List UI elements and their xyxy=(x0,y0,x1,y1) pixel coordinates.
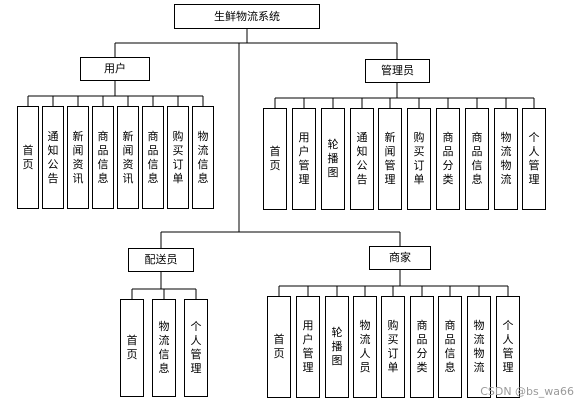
leaf-merchant-0: 首 页 xyxy=(267,296,291,398)
leaf-merchant-1: 用 户 管 理 xyxy=(296,296,320,398)
watermark: CSDN @bs_wa66 xyxy=(480,385,574,398)
leaf-admin-4: 新 闻 管 理 xyxy=(378,108,402,210)
leaf-user-7: 物 流 信 息 xyxy=(192,106,214,209)
leaf-label: 商 品 分 类 xyxy=(442,131,454,186)
leaf-label: 物 流 物 流 xyxy=(500,131,512,186)
leaf-user-3: 商 品 信 息 xyxy=(92,106,114,209)
leaf-courier-2: 个 人 管 理 xyxy=(184,299,208,397)
leaf-label: 商 品 分 类 xyxy=(416,319,428,374)
role-courier-label: 配送员 xyxy=(144,253,178,266)
leaf-admin-3: 通 知 公 告 xyxy=(350,108,374,210)
leaf-label: 物 流 信 息 xyxy=(197,129,209,185)
role-user: 用户 xyxy=(80,57,150,81)
leaf-user-5: 商 品 信 息 xyxy=(142,106,164,209)
leaf-label: 轮 播 图 xyxy=(327,138,339,179)
leaf-user-2: 新 闻 资 讯 xyxy=(67,106,89,209)
role-admin-label: 管理员 xyxy=(381,64,414,77)
leaf-label: 个 人 管 理 xyxy=(502,319,514,374)
leaf-admin-2: 轮 播 图 xyxy=(321,108,345,210)
leaf-merchant-6: 商 品 信 息 xyxy=(438,296,462,398)
leaf-admin-5: 购 买 订 单 xyxy=(407,108,431,210)
root-node: 生鲜物流系统 xyxy=(174,4,320,29)
role-merchant-label: 商家 xyxy=(389,251,411,264)
leaf-user-6: 购 买 订 单 xyxy=(167,106,189,209)
leaf-courier-0: 首 页 xyxy=(120,299,144,397)
leaf-admin-0: 首 页 xyxy=(263,108,287,210)
leaf-label: 商 品 信 息 xyxy=(97,129,109,185)
leaf-courier-1: 物 流 信 息 xyxy=(152,299,176,397)
leaf-merchant-7: 物 流 物 流 xyxy=(467,296,491,398)
leaf-label: 物 流 信 息 xyxy=(158,320,170,375)
leaf-label: 商 品 信 息 xyxy=(444,319,456,374)
leaf-label: 新 闻 管 理 xyxy=(384,131,396,186)
leaf-merchant-3: 物 流 人 员 xyxy=(353,296,377,398)
leaf-label: 个 人 管 理 xyxy=(190,320,202,375)
leaf-label: 个 人 管 理 xyxy=(528,131,540,186)
leaf-label: 通 知 公 告 xyxy=(356,131,368,186)
role-merchant: 商家 xyxy=(369,246,431,270)
leaf-admin-1: 用 户 管 理 xyxy=(292,108,316,210)
leaf-label: 购 买 订 单 xyxy=(413,131,425,186)
leaf-merchant-4: 购 买 订 单 xyxy=(381,296,405,398)
leaf-admin-7: 商 品 信 息 xyxy=(465,108,489,210)
role-courier: 配送员 xyxy=(128,248,194,272)
leaf-label: 通 知 公 告 xyxy=(47,129,59,185)
leaf-user-1: 通 知 公 告 xyxy=(42,106,64,209)
leaf-label: 首 页 xyxy=(22,143,34,171)
leaf-label: 物 流 人 员 xyxy=(359,319,371,374)
leaf-merchant-2: 轮 播 图 xyxy=(325,296,349,398)
leaf-label: 商 品 信 息 xyxy=(471,131,483,186)
leaf-merchant-5: 商 品 分 类 xyxy=(410,296,434,398)
leaf-admin-8: 物 流 物 流 xyxy=(494,108,518,210)
leaf-user-4: 新 闻 资 讯 xyxy=(117,106,139,209)
leaf-label: 商 品 信 息 xyxy=(147,129,159,185)
leaf-label: 购 买 订 单 xyxy=(387,319,399,374)
role-user-label: 用户 xyxy=(104,62,126,75)
leaf-merchant-8: 个 人 管 理 xyxy=(496,296,520,398)
leaf-label: 用 户 管 理 xyxy=(298,131,310,186)
root-label: 生鲜物流系统 xyxy=(214,9,280,23)
leaf-label: 首 页 xyxy=(269,145,281,172)
leaf-label: 新 闻 资 讯 xyxy=(72,129,84,185)
leaf-admin-9: 个 人 管 理 xyxy=(522,108,546,210)
leaf-label: 物 流 物 流 xyxy=(473,319,485,374)
role-admin: 管理员 xyxy=(365,59,430,83)
leaf-label: 轮 播 图 xyxy=(331,326,343,367)
leaf-label: 首 页 xyxy=(273,333,285,360)
leaf-user-0: 首 页 xyxy=(17,106,39,209)
leaf-label: 用 户 管 理 xyxy=(302,319,314,374)
leaf-admin-6: 商 品 分 类 xyxy=(436,108,460,210)
leaf-label: 购 买 订 单 xyxy=(172,129,184,185)
leaf-label: 首 页 xyxy=(126,334,138,361)
leaf-label: 新 闻 资 讯 xyxy=(122,129,134,185)
